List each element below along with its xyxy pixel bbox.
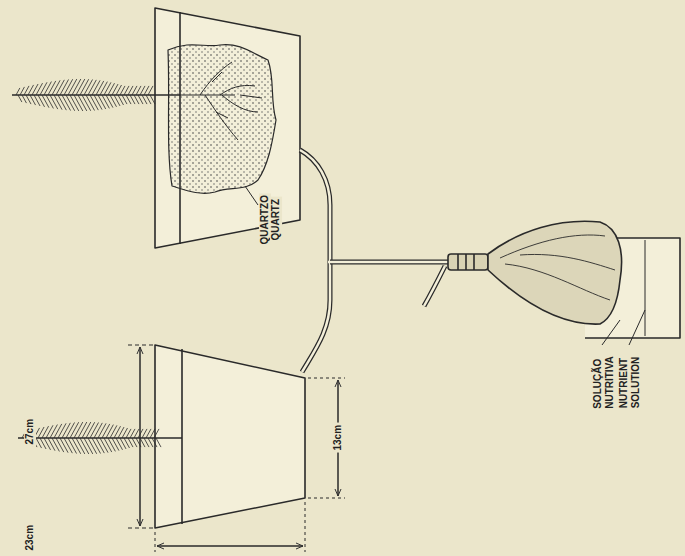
label-text: QUARTZ xyxy=(270,197,282,243)
label-text: NUTRIENT SOLUTION xyxy=(618,354,641,410)
label-text: 13cm xyxy=(332,423,344,453)
label-text: 23cm xyxy=(24,523,36,553)
label-text: 27cm xyxy=(24,417,36,447)
label-text: SOLUÇÃO NUTRITIVA xyxy=(591,354,614,411)
label-text: QUARTZO xyxy=(258,193,270,246)
